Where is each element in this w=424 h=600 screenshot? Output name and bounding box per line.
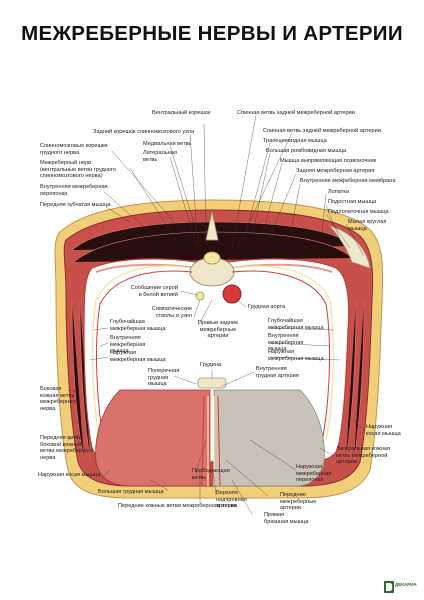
- anterior-wall-cutaway-right: [213, 389, 325, 487]
- label-teres-minor: Малая круглая мышца: [348, 219, 387, 232]
- label-infraspinatus: Подлопаточная мышца: [328, 209, 389, 215]
- label-innermost-left: Глубочайшая межреберная мышца: [110, 319, 166, 332]
- label-thoracic-aorta: Грудная аорта: [248, 304, 286, 310]
- anterior-arteries: [201, 395, 221, 487]
- label-rectus-abdominis: Прямая брюшная мышца: [264, 512, 309, 525]
- muscle-striations: [71, 221, 365, 461]
- label-lateral-cut-branch-artery: Латеральная кожная ветвь межреберной арт…: [336, 446, 390, 466]
- label-ext-intercostal-membrane-front: Наружная межреберная перепонка: [296, 464, 332, 484]
- label-superior-epigastric: Верхняя надчревная артерия: [216, 490, 247, 510]
- label-intercostal-nerve: Межреберный нерв (вентральные ветви груд…: [40, 160, 116, 180]
- label-spinal-branch-post: Спинная ветвь задней межреберной артерии: [237, 110, 355, 116]
- label-medial-branch: Медиальная ветвь: [143, 141, 192, 147]
- label-ant-cutaneous-branch: Передние кожные ветви межреберного нерва: [118, 503, 237, 509]
- scapula-shape: [328, 225, 371, 269]
- label-internal-membrane: Внутренняя межреберная перепонка: [40, 184, 108, 197]
- anterior-wall-cutaway: [95, 389, 211, 487]
- poster-title: МЕЖРЕБЕРНЫЕ НЕРВЫ И АРТЕРИИ: [21, 22, 403, 45]
- publisher-logo-icon: [384, 581, 394, 593]
- label-perforating-branch: Прободающая ветвь: [192, 468, 230, 481]
- anterior-nerves: [207, 396, 215, 486]
- label-external-oblique-left: Наружная косая мышца: [38, 472, 101, 478]
- thoracic-aorta: [222, 284, 242, 304]
- publisher-logo-text: ДЕКАРИА: [395, 582, 417, 587]
- label-anterior-intercostal: Передние межреберные артерии: [280, 492, 317, 512]
- label-ext-intercostal-membrane: Внутренняя межреберная мембрана: [300, 178, 396, 184]
- label-internal-left: Внутренняя межреберная мышца: [110, 335, 146, 355]
- label-subscapularis: Подостная мышца: [328, 199, 377, 205]
- label-external-left: Наружная межреберная мышца: [110, 350, 166, 363]
- label-scapula: Лопатка: [328, 189, 350, 195]
- label-gray-white-rami: Сообщение серой и белой ветвей: [130, 285, 178, 298]
- label-sympathetic-ganglion: Симпатические стволы и узел: [151, 306, 192, 319]
- label-pectoralis-major: Большая грудная мышца: [98, 489, 164, 495]
- spinous-process: [205, 211, 219, 241]
- label-post-intercostal-artery: Задняя межреберная артерия: [296, 168, 375, 174]
- label-right-post-arteries: Правые задние межреберные артерии: [197, 320, 239, 340]
- label-transversus-thoracis: Поперечная грудная мышца: [148, 368, 180, 388]
- label-rhomboid-major: Большая ромбовидная мышца: [266, 148, 347, 154]
- label-innermost-right: Глубочайшая межреберная мышца: [268, 318, 324, 331]
- label-spinal-branch-post2: Спинная ветвь задней межреберной артерии: [263, 128, 381, 134]
- label-spinal-roots: Спинномозговые корешки грудного нерва: [40, 143, 108, 156]
- label-erector-spinae: Мышца выпрямляющая позвоночник: [280, 158, 377, 164]
- label-external-right: Наружная межреберная мышца: [268, 349, 324, 362]
- label-ant-branch-lateral: Передняя ветвь боковой кожной ветви межр…: [40, 435, 94, 461]
- label-ventral-root: Вентральный корешок: [152, 110, 211, 116]
- label-internal-thoracic-artery: Внутренняя грудная артерия: [256, 366, 299, 379]
- label-serratus-anterior: Передняя зубчатая мышца: [40, 202, 111, 208]
- label-lateral-cut-branch: Боковая кожная ветвь межреберного нерва: [40, 386, 78, 412]
- label-trapezius: Трапециевидная мышца: [263, 138, 327, 144]
- intercostal-vessels: [91, 265, 335, 443]
- label-lateral-branch: Латеральная ветвь: [143, 150, 177, 163]
- label-external-oblique-right: Наружная косая мышца: [366, 424, 401, 437]
- spinal-cord: [203, 251, 221, 265]
- label-dorsal-root: Задний корешок спинномозгового узла: [93, 129, 195, 135]
- label-internal-right: Внутренняя межреберная мышца: [268, 333, 304, 353]
- label-sternum: Грудина: [200, 362, 221, 368]
